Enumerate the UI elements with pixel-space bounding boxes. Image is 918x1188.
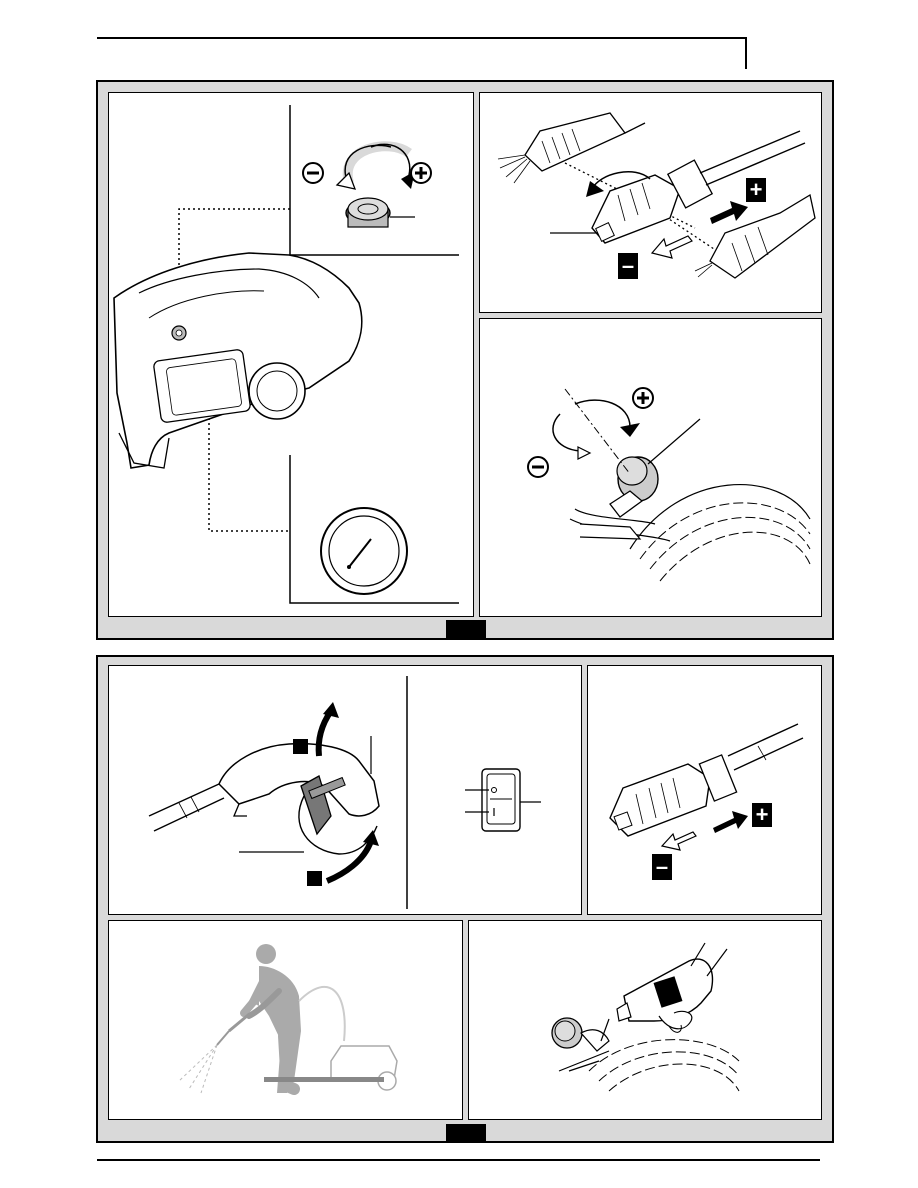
plus-badge: + bbox=[752, 803, 772, 827]
panel-trigger-gun bbox=[108, 665, 582, 915]
plus-badge: + bbox=[746, 178, 766, 202]
footer-rule bbox=[97, 1159, 820, 1161]
panel-operator bbox=[108, 920, 463, 1120]
header-tick bbox=[745, 37, 747, 69]
rocker-switch-icon bbox=[109, 666, 583, 916]
panel-detergent-bottle bbox=[468, 920, 822, 1120]
detergent-knob-icon bbox=[480, 319, 823, 618]
pressure-gauge-icon bbox=[109, 93, 475, 618]
minus-badge: – bbox=[618, 253, 638, 279]
nozzle-lance-illustration bbox=[588, 666, 823, 916]
panel-nozzle-adjust: + – bbox=[479, 92, 822, 313]
minus-badge: – bbox=[652, 854, 672, 880]
panel-machine-overview bbox=[108, 92, 474, 617]
nozzle-lance-illustration bbox=[480, 93, 823, 314]
figure-tab-bottom bbox=[446, 1124, 486, 1142]
operator-spraying-illustration bbox=[109, 921, 464, 1121]
detergent-bottle-illustration bbox=[469, 921, 823, 1121]
figure-tab-top bbox=[446, 620, 486, 638]
panel-nozzle-pressure: + – bbox=[587, 665, 822, 915]
header-rule bbox=[97, 37, 747, 39]
panel-detergent-knob bbox=[479, 318, 822, 617]
